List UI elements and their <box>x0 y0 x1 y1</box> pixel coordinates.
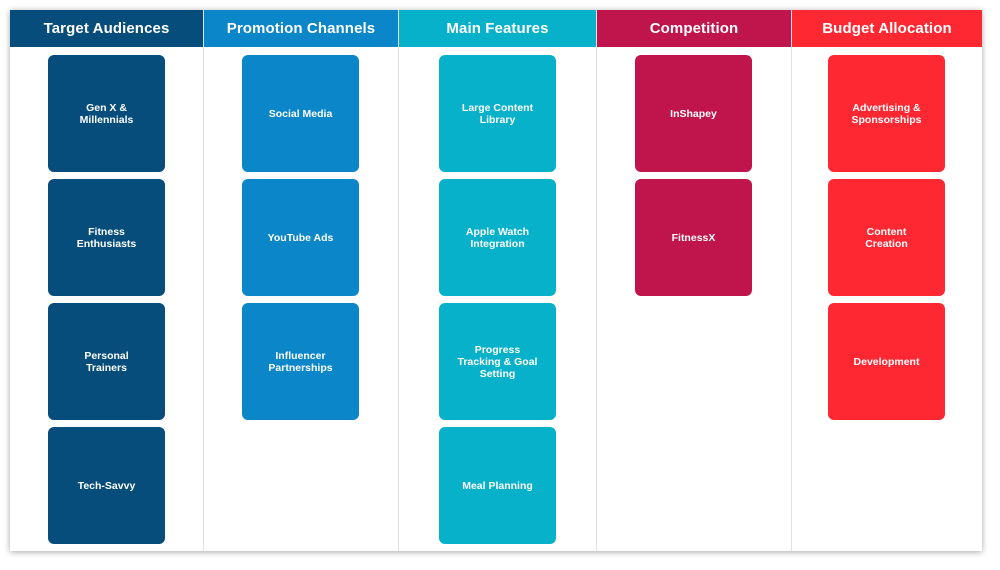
column-header-main-features: Main Features <box>399 10 596 47</box>
card-tech-savvy[interactable]: Tech-Savvy <box>48 427 165 544</box>
column-competition: Competition InShapey FitnessX <box>597 10 792 551</box>
column-header-competition: Competition <box>597 10 791 47</box>
card-fitnessx[interactable]: FitnessX <box>635 179 752 296</box>
card-meal-planning[interactable]: Meal Planning <box>439 427 556 544</box>
card-inshapey[interactable]: InShapey <box>635 55 752 172</box>
column-main-features: Main Features Large Content Library Appl… <box>399 10 597 551</box>
card-apple-watch-integration[interactable]: Apple Watch Integration <box>439 179 556 296</box>
card-large-content-library[interactable]: Large Content Library <box>439 55 556 172</box>
card-progress-tracking-goal-setting[interactable]: Progress Tracking & Goal Setting <box>439 303 556 420</box>
card-advertising-sponsorships[interactable]: Advertising & Sponsorships <box>828 55 945 172</box>
card-gen-x-millennials[interactable]: Gen X & Millennials <box>48 55 165 172</box>
card-social-media[interactable]: Social Media <box>242 55 359 172</box>
column-promotion-channels: Promotion Channels Social Media YouTube … <box>204 10 399 551</box>
card-content-creation[interactable]: Content Creation <box>828 179 945 296</box>
card-influencer-partnerships[interactable]: Influencer Partnerships <box>242 303 359 420</box>
column-header-promotion-channels: Promotion Channels <box>204 10 398 47</box>
board: Target Audiences Gen X & Millennials Fit… <box>10 10 982 551</box>
column-target-audiences: Target Audiences Gen X & Millennials Fit… <box>10 10 204 551</box>
card-fitness-enthusiasts[interactable]: Fitness Enthusiasts <box>48 179 165 296</box>
card-personal-trainers[interactable]: Personal Trainers <box>48 303 165 420</box>
card-development[interactable]: Development <box>828 303 945 420</box>
card-youtube-ads[interactable]: YouTube Ads <box>242 179 359 296</box>
column-header-budget-allocation: Budget Allocation <box>792 10 982 47</box>
column-budget-allocation: Budget Allocation Advertising & Sponsors… <box>792 10 982 551</box>
column-header-target-audiences: Target Audiences <box>10 10 203 47</box>
